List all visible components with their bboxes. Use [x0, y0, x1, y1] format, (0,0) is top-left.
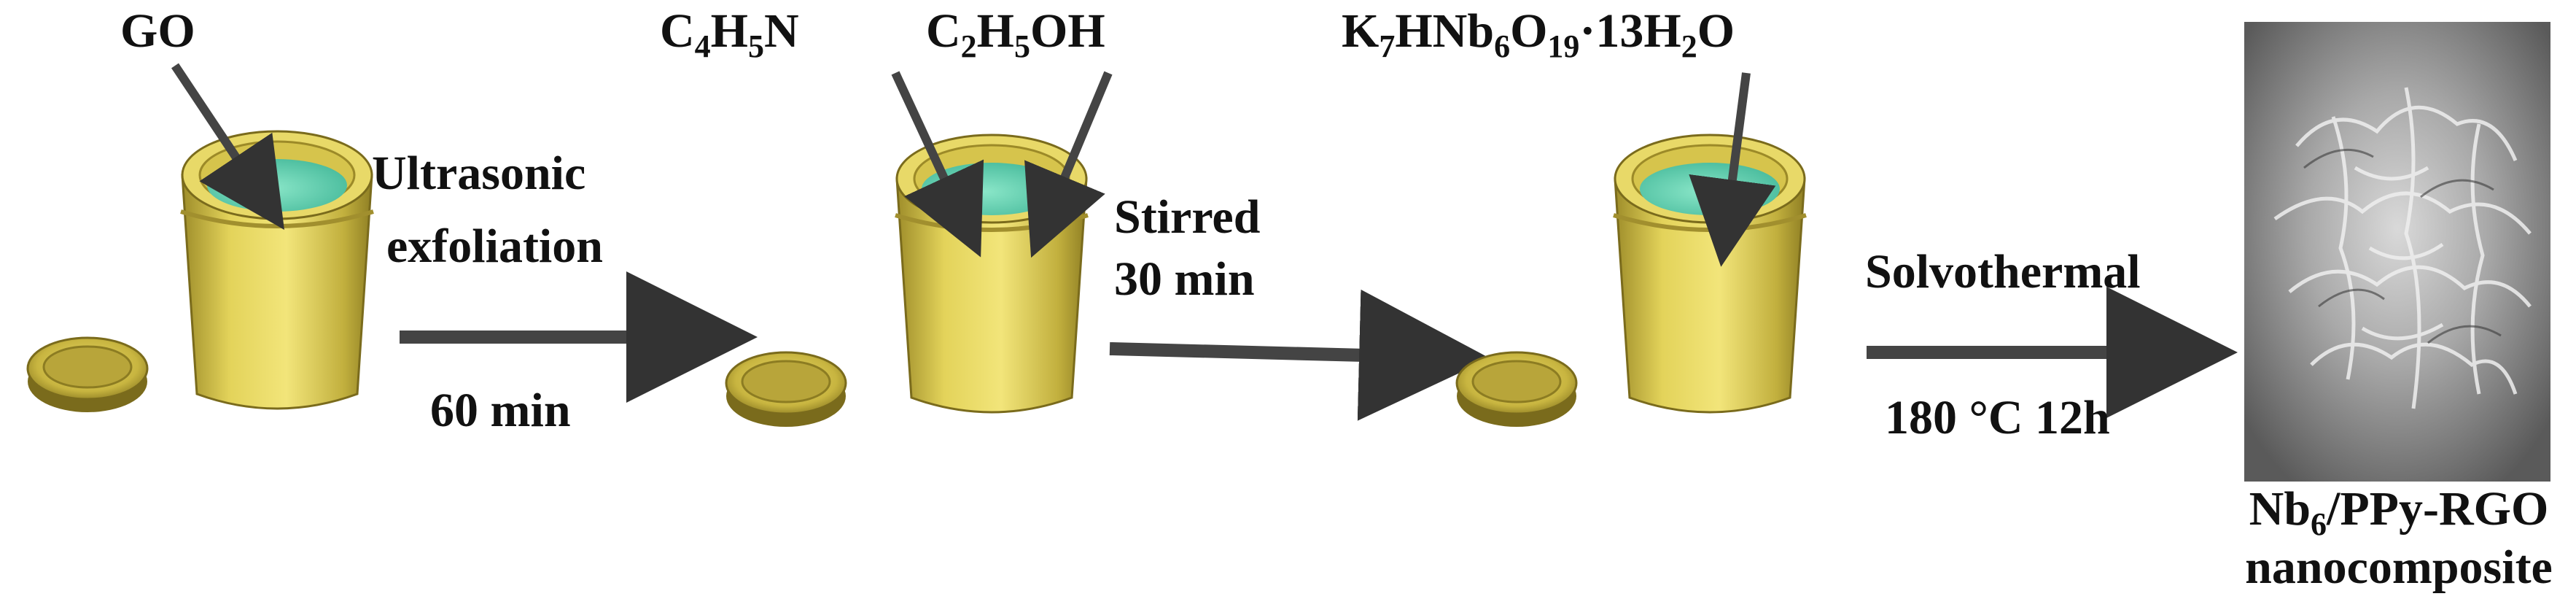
step2-line1: Stirred	[1114, 190, 1261, 244]
lid-icon	[1455, 351, 1578, 428]
lid-icon	[725, 351, 847, 428]
step3-conditions: 180 °C 12h	[1885, 391, 2110, 444]
go-label: GO	[120, 4, 195, 58]
lid-icon	[26, 336, 149, 414]
autoclave-icon	[895, 135, 1088, 412]
product-name: Nb6/PPy-RGO	[2249, 482, 2549, 542]
ethanol-formula: C2H5OH	[926, 4, 1105, 64]
step1-time: 60 min	[430, 384, 571, 437]
polyoxoniobate-formula: K7HNb6O19·13H2O	[1342, 4, 1735, 64]
pyrrole-arrow	[891, 71, 984, 258]
autoclave-icon	[1614, 135, 1806, 412]
pyrrole-formula: C4H5N	[660, 4, 799, 64]
go-arrow	[171, 63, 284, 230]
step1-line1: Ultrasonic	[372, 147, 586, 200]
pom-arrow	[1689, 72, 1776, 267]
step2-arrow	[1109, 289, 1490, 421]
product-type: nanocomposite	[2245, 541, 2553, 594]
step1-line2: exfoliation	[386, 220, 603, 273]
step2-line2: 30 min	[1114, 252, 1255, 306]
step3-line1: Solvothermal	[1865, 245, 2141, 298]
sem-image	[2244, 22, 2550, 482]
ethanol-arrow	[1024, 71, 1113, 258]
autoclave-icon	[181, 131, 373, 409]
